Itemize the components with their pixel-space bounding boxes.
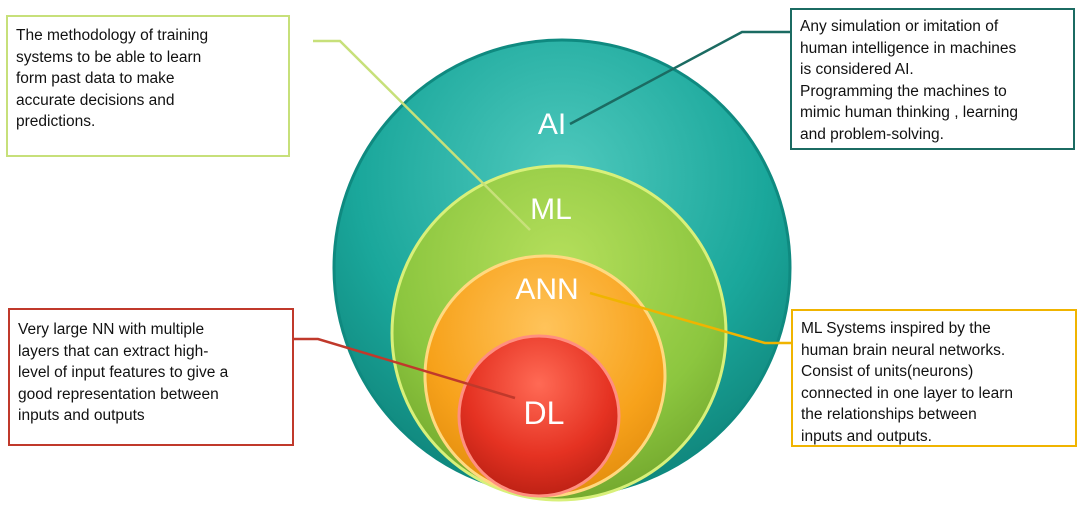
ml-text-line: The methodology of training xyxy=(16,27,209,44)
dl-text-line: level of input features to give a xyxy=(18,364,229,381)
ann-text-line: Consist of units(neurons) xyxy=(801,363,974,380)
dl-label: DL xyxy=(524,395,565,431)
ai-text-line: Any simulation or imitation of xyxy=(800,18,999,35)
ann-text-line: the relationships between xyxy=(801,406,977,423)
dl-text-line: inputs and outputs xyxy=(18,407,145,424)
ml-text-line: accurate decisions and xyxy=(16,91,175,109)
ann-text-line: inputs and outputs. xyxy=(801,427,932,445)
ai-text-line: human intelligence in machines xyxy=(800,39,1017,57)
dl-description-box: Very large NN with multiple layers that … xyxy=(8,308,294,446)
ai-text-line: is considered AI. xyxy=(800,61,914,78)
ai-label: AI xyxy=(538,108,566,141)
dl-text-line: Very large NN with multiple xyxy=(18,321,205,338)
ai-connector xyxy=(569,30,790,126)
ann-description-box: ML Systems inspired by the human brain n… xyxy=(791,309,1077,447)
dl-connector xyxy=(294,337,516,400)
ml-connector xyxy=(313,39,531,231)
ann-text-line: connected in one layer to learn xyxy=(801,384,1013,402)
dl-text-line: good representation between xyxy=(18,385,219,403)
dl-text-line: layers that can extract high- xyxy=(18,342,209,360)
ai-description-box: Any simulation or imitation of human int… xyxy=(790,8,1075,150)
ai-text-line: Programming the machines to xyxy=(800,82,1007,100)
ann-text-line: ML Systems inspired by the xyxy=(801,320,991,337)
ml-description-box: The methodology of training systems to b… xyxy=(6,15,290,157)
ml-text-line: form past data to make xyxy=(16,70,175,87)
ai-text-line: and problem-solving. xyxy=(800,125,944,143)
ml-text-line: systems to be able to learn xyxy=(16,48,202,66)
dl-circle xyxy=(457,334,621,498)
ann-connector xyxy=(589,291,791,345)
ann-text-line: human brain neural networks. xyxy=(801,341,1006,359)
ai-text-line: mimic human thinking , learning xyxy=(800,104,1018,121)
ml-label: ML xyxy=(530,193,572,226)
ann-label: ANN xyxy=(515,273,578,306)
ml-text-line: predictions. xyxy=(16,113,96,130)
